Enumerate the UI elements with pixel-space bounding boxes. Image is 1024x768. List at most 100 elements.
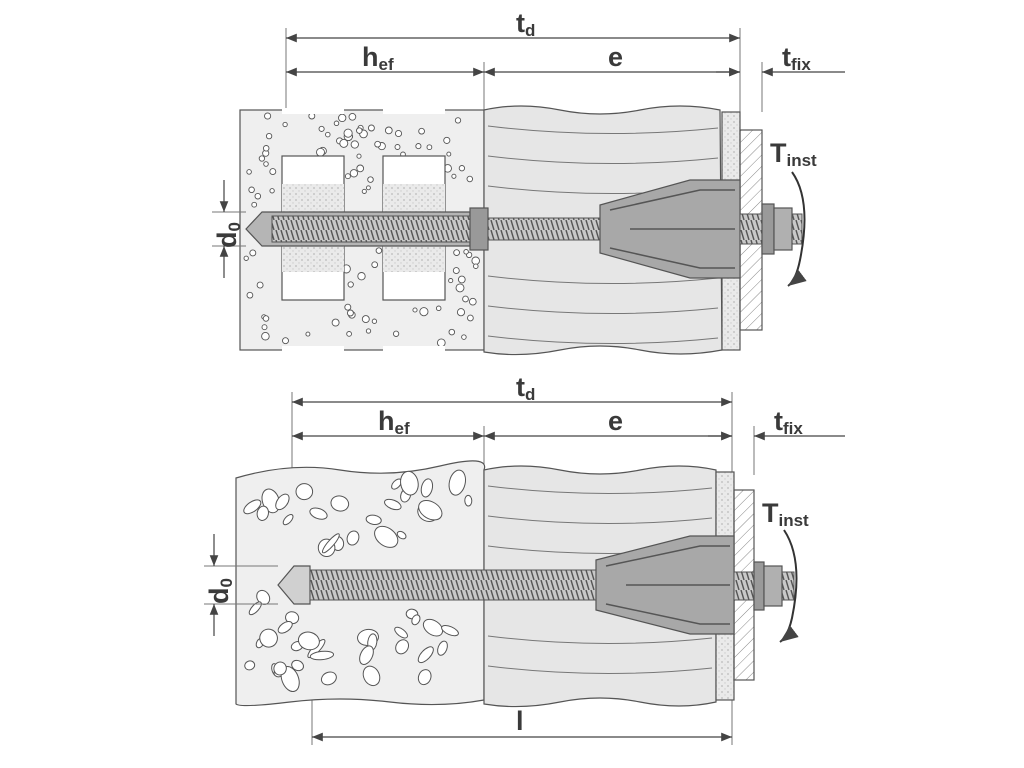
aggregate-stone xyxy=(400,470,419,496)
bottom-e-label: e xyxy=(608,406,623,436)
top-tfix-label: tfix xyxy=(782,42,811,74)
aggregate-pore xyxy=(394,144,401,150)
aggregate-pore xyxy=(371,261,379,269)
bottom-tfix-label: tfix xyxy=(774,406,803,438)
aggregate-stone xyxy=(437,640,448,656)
aggregate-pore xyxy=(446,151,452,157)
aggregate-stone xyxy=(417,646,434,664)
aggregate-pore xyxy=(356,164,365,173)
aggregate-pore xyxy=(262,315,270,322)
aggregate-pore xyxy=(392,330,400,337)
aggregate-stone xyxy=(259,628,278,648)
aggregate-pore xyxy=(451,173,457,179)
aggregate-pore xyxy=(466,175,474,183)
aggregate-pore xyxy=(467,314,474,322)
top-hef-label: hef xyxy=(362,42,394,74)
top-anchor-diagram: td hef e tfix Tinst d0 xyxy=(212,8,845,356)
aggregate-pore xyxy=(448,278,454,284)
aggregate-pore xyxy=(348,112,357,121)
aggregate-pore xyxy=(305,331,311,337)
aggregate-pore xyxy=(261,331,270,341)
aggregate-pore xyxy=(350,140,359,149)
aggregate-stone xyxy=(411,614,421,626)
aggregate-pore xyxy=(264,112,272,120)
insulation-fiber-line xyxy=(487,485,713,495)
aggregate-stone xyxy=(297,631,320,651)
aggregate-pore xyxy=(468,297,477,306)
insulation-fiber-line xyxy=(487,125,719,135)
aggregate-stone xyxy=(374,525,399,548)
aggregate-pore xyxy=(269,188,275,194)
aggregate-pore xyxy=(316,147,325,157)
aggregate-pore xyxy=(454,117,462,124)
top-d0-label: d0 xyxy=(212,222,244,248)
aggregate-stone xyxy=(243,499,262,515)
aggregate-stone xyxy=(282,514,294,526)
aggregate-pore xyxy=(463,249,469,255)
aggregate-pore xyxy=(347,281,354,288)
aggregate-pore xyxy=(415,143,422,150)
aggregate-pore xyxy=(262,145,270,152)
aggregate-stone xyxy=(365,514,382,525)
aggregate-pore xyxy=(375,247,383,254)
aggregate-pore xyxy=(258,155,266,162)
aggregate-stone xyxy=(277,620,293,634)
aggregate-stone xyxy=(309,650,335,661)
aggregate-pore xyxy=(346,309,354,317)
aggregate-pore xyxy=(367,124,375,132)
aggregate-pore xyxy=(339,138,349,148)
bottom-hef-label: hef xyxy=(378,406,410,438)
aggregate-pore xyxy=(254,192,262,200)
bottom-concrete-aggregate xyxy=(243,469,473,692)
aggregate-pore xyxy=(412,307,418,313)
aggregate-pore xyxy=(457,275,466,284)
top-dimension-lines xyxy=(285,28,845,112)
bottom-d0-label: d0 xyxy=(204,578,236,604)
aggregate-pore xyxy=(453,249,460,256)
aggregate-pore xyxy=(344,303,352,311)
aggregate-stone xyxy=(362,665,381,687)
aggregate-pore xyxy=(338,113,347,123)
insulation-fiber-line xyxy=(487,335,719,345)
aggregate-pore xyxy=(418,127,425,135)
aggregate-pore xyxy=(452,267,460,275)
aggregate-pore xyxy=(456,308,466,317)
aggregate-stone xyxy=(359,645,374,665)
bottom-l-label: l xyxy=(516,706,524,736)
bottom-anchor xyxy=(277,535,795,635)
aggregate-pore xyxy=(367,176,374,183)
insulation-fiber-line xyxy=(487,155,719,165)
top-anchor xyxy=(245,179,803,279)
aggregate-pore xyxy=(356,153,362,159)
aggregate-pore xyxy=(374,140,381,148)
aggregate-pore xyxy=(365,185,371,191)
aggregate-pore xyxy=(256,281,264,289)
aggregate-pore xyxy=(344,173,351,180)
aggregate-pore xyxy=(282,121,288,128)
aggregate-stone xyxy=(418,500,443,521)
aggregate-pore xyxy=(419,307,429,317)
aggregate-stone xyxy=(244,660,256,671)
insulation-fiber-line xyxy=(487,665,713,675)
aggregate-stone xyxy=(275,493,290,511)
aggregate-pore xyxy=(325,131,331,138)
aggregate-pore xyxy=(473,263,479,269)
top-torque-arrow-icon xyxy=(787,171,807,287)
top-e-label: e xyxy=(608,42,623,72)
aggregate-stone xyxy=(330,495,350,512)
top-td-label: td xyxy=(516,8,535,40)
aggregate-pore xyxy=(462,295,469,303)
aggregate-stone xyxy=(384,498,402,511)
aggregate-stone xyxy=(320,671,337,686)
aggregate-pore xyxy=(426,144,433,151)
aggregate-pore xyxy=(394,129,403,138)
top-d0-dimension xyxy=(212,180,246,278)
bottom-dimension-lines xyxy=(291,392,845,745)
aggregate-pore xyxy=(263,161,269,167)
aggregate-stone xyxy=(448,469,467,496)
aggregate-stone xyxy=(248,601,262,616)
insulation-fiber-line xyxy=(487,635,713,645)
aggregate-stone xyxy=(441,625,459,637)
top-tinst-label: Tinst xyxy=(770,138,817,170)
